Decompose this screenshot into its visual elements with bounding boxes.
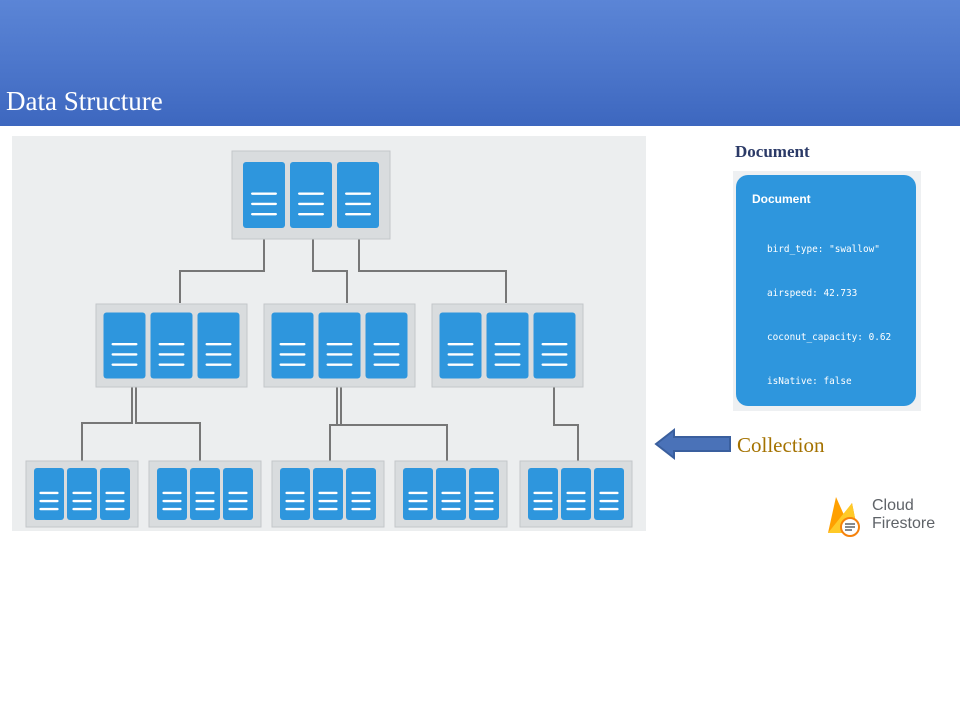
title-banner: Data Structure: [0, 0, 960, 126]
firestore-flame-icon: [828, 497, 860, 537]
field-line: isNative: false: [767, 375, 852, 387]
cloud-firestore-logo: Cloud Firestore: [824, 493, 948, 537]
document-fields: bird_type: "swallow" airspeed: 42.733 co…: [767, 214, 891, 725]
connector-line: [336, 376, 448, 468]
document-icon: [439, 312, 482, 379]
field-line: airspeed: 42.733: [767, 287, 858, 299]
field-line: z: 18.8816}: [767, 594, 852, 606]
field-line: vector:: [767, 463, 807, 475]
document-icon: [337, 162, 379, 228]
document-icon: [365, 312, 408, 379]
field-line: bird_type: "swallow": [767, 244, 880, 256]
logo-line-cloud: Cloud: [872, 497, 914, 514]
left-arrow-icon: [654, 427, 731, 461]
connector-line: [329, 376, 342, 468]
document-icon: [290, 162, 332, 228]
document-icon: [318, 312, 361, 379]
logo-line-firestore: Firestore: [872, 515, 936, 532]
field-line: y: 25.1442,: [767, 550, 852, 562]
field-line: [42, 39, 12, 42]: [767, 682, 875, 693]
connector-line: [135, 376, 201, 468]
slide-title: Data Structure: [6, 86, 163, 116]
field-line: {x: 36.4255,: [767, 506, 852, 518]
connector-line: [312, 231, 348, 303]
document-icon: [486, 312, 529, 379]
collection-label: Collection: [737, 433, 825, 457]
field-line: coconut_capacity: 0.62: [767, 331, 892, 343]
hierarchy-svg: [25, 150, 633, 528]
field-line: icon: <binary data>: [767, 419, 875, 431]
logo-wordmark: Cloud Firestore: [872, 497, 935, 533]
document-icon: [271, 312, 314, 379]
connector-line: [358, 231, 507, 303]
document-card-title: Document: [752, 192, 811, 206]
connector-line: [179, 231, 265, 303]
hierarchy-diagram: [12, 136, 646, 531]
document-icon: [150, 312, 193, 379]
document-example-panel: Document bird_type: "swallow" airspeed: …: [736, 175, 916, 693]
field-line: distances_traveled:: [767, 638, 875, 650]
document-label: Document: [735, 142, 810, 161]
connector-line: [553, 376, 579, 468]
document-icon: [243, 162, 285, 228]
document-icon: [197, 312, 240, 379]
connector-line: [81, 376, 133, 468]
document-icon: [533, 312, 576, 379]
document-icon: [103, 312, 146, 379]
document-example-card: Document bird_type: "swallow" airspeed: …: [733, 171, 921, 693]
